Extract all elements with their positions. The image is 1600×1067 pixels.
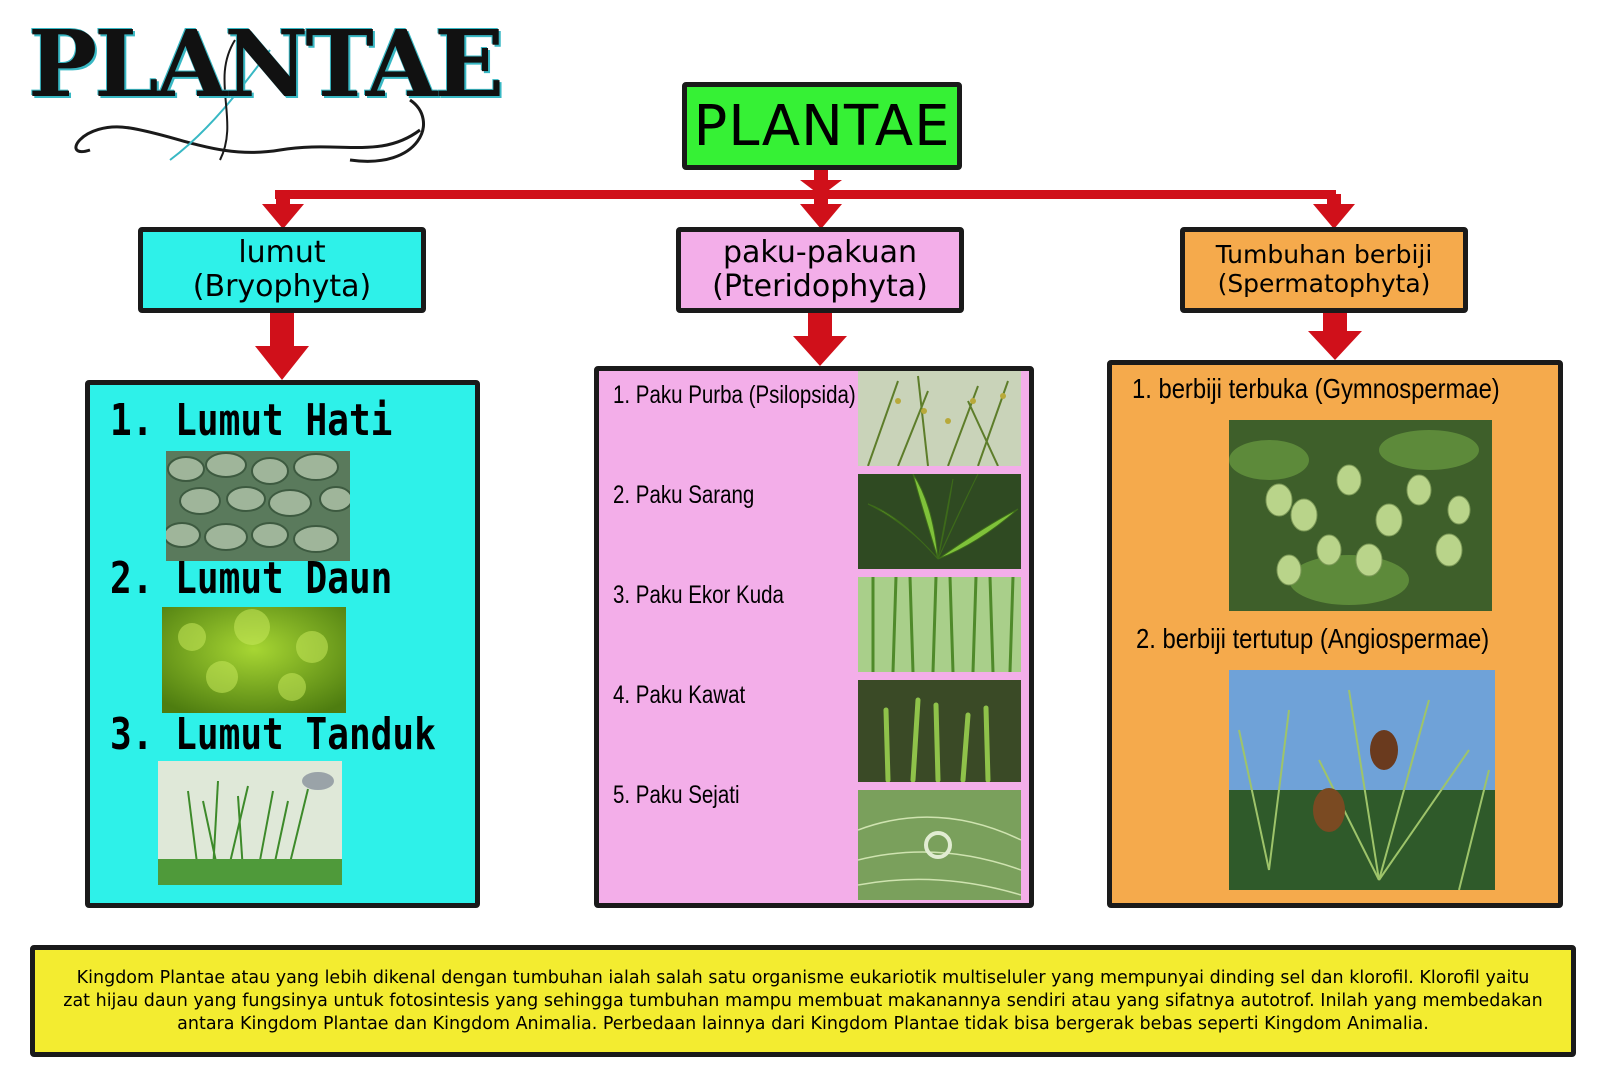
pteridophyta-item-label: 3. Paku Ekor Kuda (613, 581, 784, 609)
bryophyta-item-label: 3. Lumut Tanduk (110, 709, 436, 760)
hornwort-photo (158, 761, 342, 885)
pteridophyta-item-label: 4. Paku Kawat (613, 681, 746, 709)
clubmoss-photo (858, 680, 1021, 782)
moss-photo (162, 607, 346, 713)
division-name: lumut (238, 234, 326, 270)
root-node-plantae: PLANTAE (682, 82, 962, 170)
pteridophyta-item-label: 5. Paku Sejati (613, 781, 740, 809)
true-fern-photo (858, 790, 1021, 900)
description-box: Kingdom Plantae atau yang lebih dikenal … (30, 945, 1576, 1057)
plantae-logo: PLANTAE (20, 10, 504, 170)
description-text: Kingdom Plantae atau yang lebih dikenal … (63, 967, 1543, 1034)
fruit-tree-photo (1229, 420, 1492, 611)
logo-text: PLANTAE (28, 10, 504, 118)
pteridophyta-item-label: 2. Paku Sarang (613, 481, 755, 509)
division-bryophyta: lumut (Bryophyta) (138, 227, 426, 313)
division-latin: (Bryophyta) (192, 269, 372, 304)
division-name: Tumbuhan berbiji (1215, 240, 1433, 270)
pteridophyta-item-label: 1. Paku Purba (Psilopsida) (613, 381, 856, 409)
whisk-fern-photo (858, 371, 1021, 466)
bryophyta-item-label: 2. Lumut Daun (110, 553, 393, 604)
logo-swirl-decoration (74, 39, 425, 163)
spermatophyta-item-label: 2. berbiji tertutup (Angiospermae) (1136, 623, 1490, 654)
division-name: paku-pakuan (722, 234, 917, 270)
spermatophyta-item-label: 1. berbiji terbuka (Gymnospermae) (1132, 373, 1500, 404)
division-latin: (Pteridophyta) (712, 269, 928, 304)
bryophyta-panel: 1. Lumut Hati 2. Lumut Daun (85, 380, 480, 908)
liverwort-photo (166, 451, 350, 561)
pine-cone-photo (1229, 670, 1495, 890)
pteridophyta-panel: 1. Paku Purba (Psilopsida) 2. Paku Saran… (594, 366, 1034, 908)
birds-nest-fern-photo (858, 474, 1021, 569)
bryophyta-item-label: 1. Lumut Hati (110, 395, 393, 446)
horsetail-photo (858, 577, 1021, 672)
spermatophyta-panel: 1. berbiji terbuka (Gymnospermae) 2. ber… (1107, 360, 1563, 908)
division-spermatophyta: Tumbuhan berbiji (Spermatophyta) (1180, 227, 1468, 313)
division-pteridophyta: paku-pakuan (Pteridophyta) (676, 227, 964, 313)
root-label: PLANTAE (693, 93, 951, 159)
division-latin: (Spermatophyta) (1217, 269, 1431, 298)
